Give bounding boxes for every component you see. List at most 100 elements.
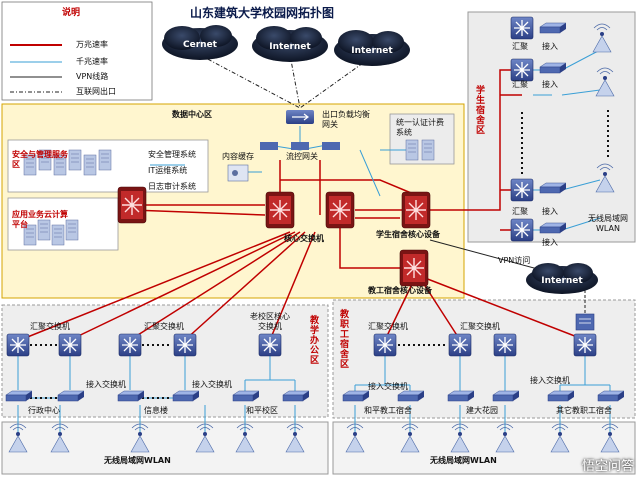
staff-access-2-icon (397, 390, 425, 402)
cloud-cernet: Cernet (162, 25, 238, 60)
teach-agg-2-icon (58, 333, 82, 357)
legend-heading: 说明 (62, 8, 81, 18)
flow-gateway-icon (260, 142, 340, 150)
dorm-access-2-label: 接入 (542, 80, 558, 89)
old-campus-label: 老校区核心交换机 (250, 312, 290, 331)
wlan-band-right (332, 421, 636, 475)
dorm-agg-1-label: 汇聚 (512, 42, 528, 51)
staff-core-label: 教工宿舍核心设备 (368, 286, 432, 295)
teach-place-3: 和平校区 (246, 406, 278, 415)
staff-access1-label: 接入交换机 (368, 382, 408, 391)
teach-access-5-icon (232, 390, 260, 402)
student-dorm-title: 学生宿舍区 (476, 86, 486, 136)
cloud-internet-2-label: Internet (351, 46, 393, 56)
staff-access-5-icon (547, 390, 575, 402)
page-title: 山东建筑大学校园网拓扑图 (190, 6, 335, 20)
legend-label-internet: 互联网出口 (76, 87, 116, 96)
teach-access2-label: 接入交换机 (192, 380, 232, 389)
system-security-label: 安全管理系统 (148, 150, 196, 159)
teach-agg1-label: 汇聚交换机 (30, 322, 70, 331)
staff-dorm-title: 教职工宿舍区 (340, 310, 350, 370)
staff-agg1-label: 汇聚交换机 (368, 322, 408, 331)
dorm-agg-4-icon (510, 218, 534, 242)
teach-access-2-icon (57, 390, 85, 402)
teach-agg2-label: 汇聚交换机 (144, 322, 184, 331)
staff-agg-4-icon (573, 333, 597, 357)
cloud-internet-1-label: Internet (269, 42, 311, 52)
core-label: 核心交换机 (284, 234, 324, 243)
core-switch-left-icon (265, 191, 295, 229)
cloud-internet-3: Internet (526, 263, 598, 294)
dorm-agg-3-icon (510, 178, 534, 202)
flow-label: 流控网关 (286, 152, 318, 161)
dorm-agg-2-label: 汇聚 (512, 80, 528, 89)
teaching-title: 教学办公区 (310, 316, 320, 366)
staff-agg-2-icon (448, 333, 472, 357)
dorm-agg-1-icon (510, 16, 534, 40)
app-zone-label: 应用业务云计算平台 (12, 210, 68, 229)
cloud-internet-1: Internet (252, 26, 328, 62)
links (17, 49, 611, 440)
vpn-server-icon (575, 313, 595, 331)
old-campus-core-icon (258, 333, 282, 357)
vpn-access-label: VPN访问 (498, 256, 531, 265)
staff-agg-1-icon (373, 333, 397, 357)
staff-access-6-icon (597, 390, 625, 402)
dorm-access-1-icon (539, 22, 567, 34)
dorm-agg-3-label: 汇聚 (512, 207, 528, 216)
lb-label: 出口负载均衡网关 (322, 110, 370, 129)
core-switch-right-icon (325, 191, 355, 229)
teach-access1-label: 接入交换机 (86, 380, 126, 389)
auth-label: 统一认证计费系统 (396, 118, 444, 137)
cloud-cernet-label: Cernet (183, 40, 218, 50)
staff-place-3: 其它教职工宿舍 (556, 406, 612, 415)
system-it-label: IT运维系统 (148, 166, 188, 175)
dorm-wlan-label: 无线局域网WLAN (588, 214, 628, 233)
cache-icon (227, 164, 249, 182)
staff-place-1: 和平教工宿舍 (364, 406, 412, 415)
staff-agg2-label: 汇聚交换机 (460, 322, 500, 331)
legend-box (1, 1, 153, 101)
staff-place-2: 建大花园 (466, 406, 498, 415)
legend-label-1g: 千兆速率 (76, 57, 108, 66)
watermark: 悟空问答 (581, 459, 634, 474)
teach-access-4-icon (172, 390, 200, 402)
dorm-access-4-label: 接入 (542, 238, 558, 247)
teach-agg-4-icon (173, 333, 197, 357)
cache-label: 内容缓存 (222, 152, 254, 161)
dorm-access-1-label: 接入 (542, 42, 558, 51)
teach-access-3-icon (117, 390, 145, 402)
teach-access-1-icon (5, 390, 33, 402)
dorm-access-4-icon (539, 222, 567, 234)
cloud-internet-3-label: Internet (541, 276, 583, 286)
teach-agg-3-icon (118, 333, 142, 357)
wlan-band-left (1, 421, 329, 475)
staff-wlan-label: 无线局域网WLAN (430, 456, 497, 465)
dc-core-switch-icon (117, 186, 147, 224)
staff-access2-label: 接入交换机 (530, 376, 570, 385)
teach-access-6-icon (282, 390, 310, 402)
cloud-internet-2: Internet (334, 30, 410, 66)
datacenter-title: 数据中心区 (172, 110, 212, 119)
dorm-core-icon (401, 191, 431, 229)
teach-place-2: 信息楼 (144, 406, 168, 415)
legend-label-vpn: VPN线路 (76, 72, 109, 81)
teach-wlan-label: 无线局域网WLAN (104, 456, 171, 465)
staff-core-icon (399, 249, 429, 287)
teach-agg-1-icon (6, 333, 30, 357)
staff-agg-3-icon (493, 333, 517, 357)
staff-access-3-icon (447, 390, 475, 402)
staff-access-4-icon (492, 390, 520, 402)
staff-access-1-icon (342, 390, 370, 402)
dorm-core-label: 学生宿舍核心设备 (376, 230, 440, 239)
dorm-access-3-label: 接入 (542, 207, 558, 216)
dorm-access-3-icon (539, 182, 567, 194)
load-balancer-icon (286, 110, 314, 124)
dorm-agg-2-icon (510, 58, 534, 82)
teach-place-1: 行政中心 (28, 406, 60, 415)
security-zone-label: 安全与管理服务区 (12, 150, 68, 169)
system-audit-label: 日志审计系统 (148, 182, 196, 191)
dorm-access-2-icon (539, 62, 567, 74)
legend-label-10g: 万兆速率 (76, 40, 108, 49)
